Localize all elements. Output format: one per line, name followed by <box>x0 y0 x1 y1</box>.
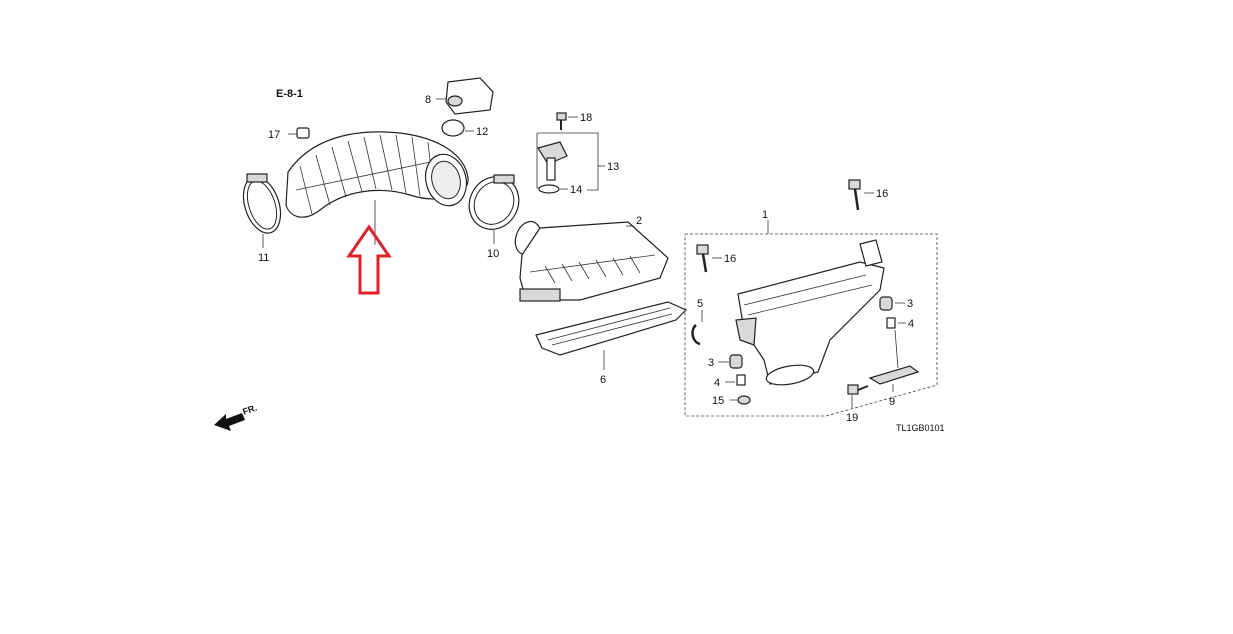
callout-16-top: 16 <box>876 188 888 200</box>
part-1-lower-housing <box>735 239 885 386</box>
callout-4-right: 4 <box>908 318 914 330</box>
part-13-sensor <box>536 132 605 191</box>
callout-3-right: 3 <box>907 298 913 310</box>
callout-11: 11 <box>258 252 269 264</box>
part-14-oring <box>538 184 568 194</box>
reference-label: E-8-1 <box>276 88 303 100</box>
callout-1: 1 <box>762 209 768 221</box>
part-1-assembly-box <box>684 233 938 417</box>
front-label: FR. <box>241 403 258 417</box>
callout-3-left: 3 <box>708 357 714 369</box>
part-11-clamp <box>242 173 282 248</box>
part-19-bolt <box>847 384 869 408</box>
part-16-bolt-top <box>848 179 874 211</box>
part-intake-hose <box>285 131 469 245</box>
callout-6: 6 <box>600 374 606 386</box>
part-17-clip <box>288 127 310 139</box>
callout-14: 14 <box>570 184 582 196</box>
part-4-collar-left <box>725 374 746 386</box>
part-10-clamp <box>468 174 520 244</box>
callout-15: 15 <box>712 395 724 407</box>
part-6-filter <box>535 301 688 370</box>
front-direction-arrow-icon <box>214 413 245 431</box>
callout-17: 17 <box>268 129 280 141</box>
part-8-cap <box>436 77 494 115</box>
part-18-screw <box>556 112 578 130</box>
part-16-bolt-left <box>696 244 722 273</box>
drawing-code: TL1GB0101 <box>896 423 945 433</box>
part-5-clip <box>691 310 703 346</box>
part-3-grommet-left <box>718 354 743 369</box>
part-2-upper-housing <box>514 220 669 302</box>
callout-8: 8 <box>425 94 431 106</box>
callout-9: 9 <box>889 396 895 408</box>
callout-5: 5 <box>697 298 703 310</box>
highlight-arrow <box>346 224 392 295</box>
callout-4-left: 4 <box>714 377 720 389</box>
callout-16-left: 16 <box>724 253 736 265</box>
part-4-collar-right <box>886 317 906 329</box>
callout-12: 12 <box>476 126 488 138</box>
part-15-nut <box>730 395 751 405</box>
callout-18: 18 <box>580 112 592 124</box>
callout-19: 19 <box>846 412 858 424</box>
callout-10: 10 <box>487 248 499 260</box>
part-9-bracket <box>868 329 920 392</box>
part-3-grommet-right <box>879 296 905 311</box>
callout-2: 2 <box>636 215 642 227</box>
callout-13: 13 <box>607 161 619 173</box>
part-12-clamp <box>441 119 474 137</box>
